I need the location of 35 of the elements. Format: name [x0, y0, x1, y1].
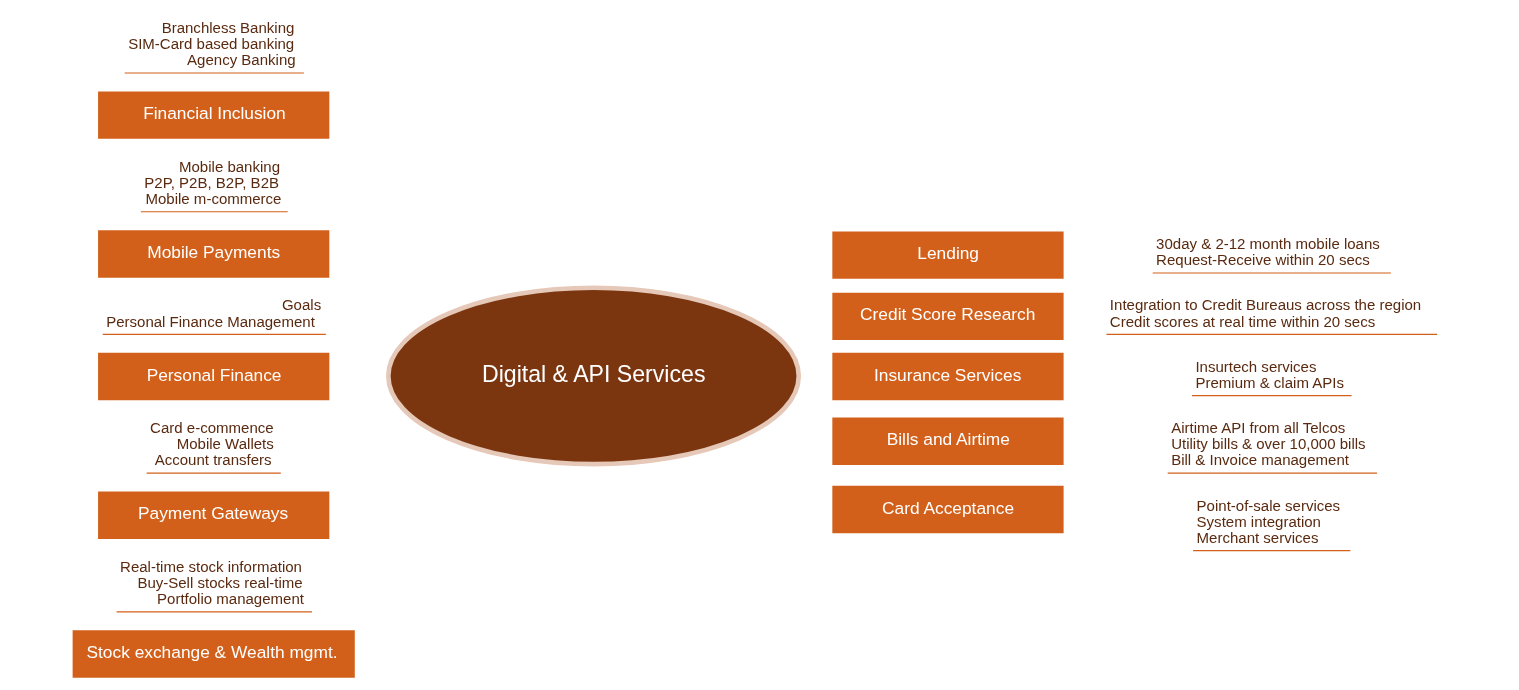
node-box: Lending	[832, 231, 1064, 279]
node-label: Portfolio management	[157, 590, 304, 608]
node-label: SIM-Card based banking	[128, 35, 295, 53]
node-box: Payment Gateways	[98, 491, 330, 539]
node-label: System integration	[1196, 512, 1321, 530]
node-label: Account transfers	[154, 451, 272, 469]
node-label: Mobile m-commerce	[145, 190, 282, 208]
node-label: Request-Receive within 20 secs	[1156, 251, 1370, 269]
node-label: Airtime API from all Telcos	[1171, 419, 1346, 437]
node-box: Credit Score Research	[832, 292, 1064, 341]
node-box: Stock exchange & Wealth mgmt.	[72, 630, 355, 678]
node-label: Card e-commence	[150, 419, 274, 437]
node-box: Personal Finance	[98, 352, 330, 401]
node-box: Insurance Services	[832, 352, 1064, 401]
node-box: Card Acceptance	[832, 485, 1064, 534]
node-label: Mobile banking	[179, 157, 281, 175]
node-label: Personal Finance Management	[106, 312, 315, 330]
node-label: Agency Banking	[187, 51, 296, 69]
node-label: Point-of-sale services	[1196, 496, 1341, 514]
node-label: Utility bills & over 10,000 bills	[1171, 435, 1366, 453]
node-label: Real-time stock information	[120, 557, 302, 575]
node-label: 30day & 2-12 month mobile loans	[1156, 235, 1380, 253]
node-label: Bill & Invoice management	[1171, 451, 1349, 469]
node-label: Buy-Sell stocks real-time	[137, 574, 303, 592]
node-label: Insurtech services	[1195, 357, 1317, 375]
node-label: Credit scores at real time within 20 secs	[1109, 312, 1376, 330]
node-label: Goals	[281, 296, 322, 314]
node-label: Integration to Credit Bureaus across the region	[1109, 296, 1422, 314]
node-ellipse: Digital & API Services	[386, 285, 802, 467]
node-box: Financial Inclusion	[98, 91, 330, 139]
node-label: Branchless Banking	[161, 18, 295, 36]
node-label: Mobile Wallets	[176, 435, 274, 453]
node-label: Premium & claim APIs	[1195, 373, 1344, 391]
node-box: Mobile Payments	[98, 230, 330, 278]
node-box: Bills and Airtime	[832, 417, 1064, 465]
